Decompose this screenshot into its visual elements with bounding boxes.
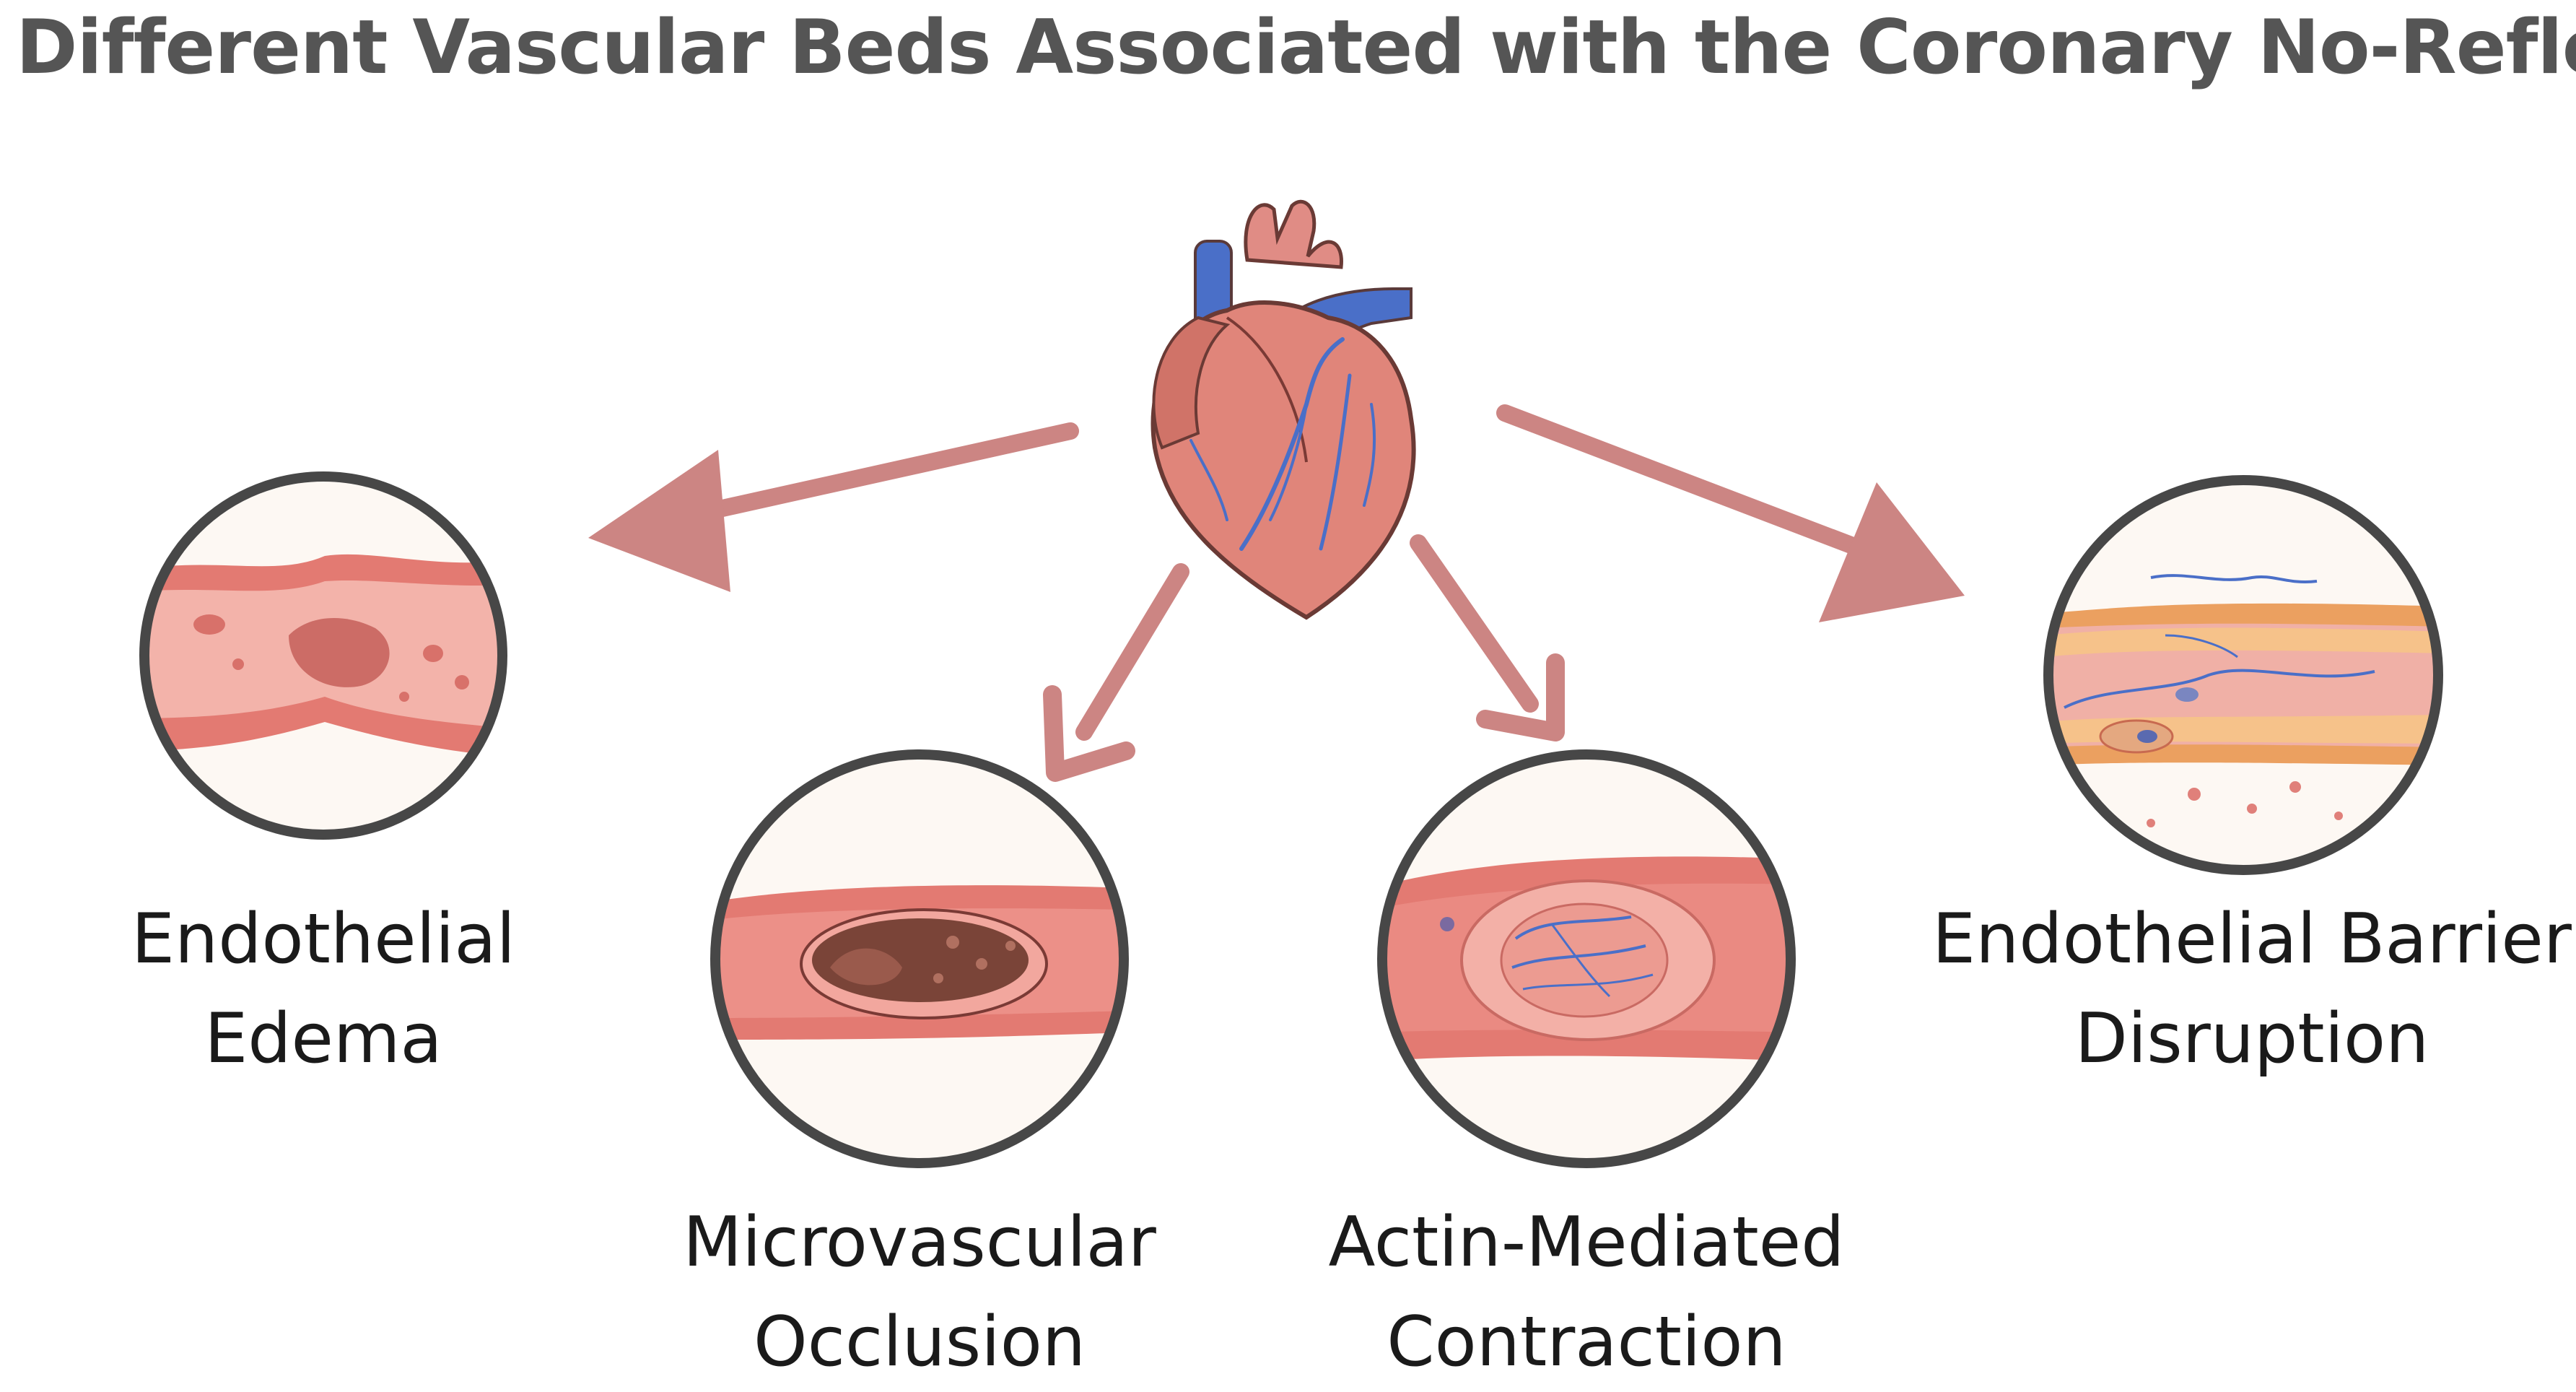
node-label-barrier-line2: Disruption (2074, 999, 2429, 1079)
arrow-to-barrier (1496, 404, 1965, 622)
heart-icon (1151, 199, 1416, 620)
contraction-vessel-icon (1377, 749, 1796, 1168)
barrier-vessel-icon (2043, 475, 2443, 875)
node-label-edema-line2: Edema (204, 999, 442, 1079)
edema-vessel-icon (139, 471, 507, 840)
node-label-occlusion-line2: Occlusion (753, 1302, 1086, 1382)
node-label-occlusion-line1: Microvascular (683, 1203, 1156, 1282)
node-label-occlusion: Microvascular Occlusion (683, 1193, 1156, 1392)
diagram-title: Different Vascular Beds Associated with … (16, 4, 2576, 91)
node-label-contraction: Actin-Mediated Contraction (1328, 1193, 1844, 1392)
node-label-edema: Endothelial Edema (131, 889, 515, 1089)
arrow-to-occlusion (1043, 563, 1189, 782)
arrow-to-edema (588, 422, 1079, 592)
node-label-edema-line1: Endothelial (131, 900, 515, 979)
node-label-barrier-line1: Endothelial Barrier (1932, 900, 2572, 979)
occlusion-vessel-icon (710, 749, 1129, 1168)
node-label-barrier: Endothelial Barrier Disruption (1932, 889, 2572, 1089)
arrow-to-contraction (1410, 534, 1565, 741)
node-label-contraction-line2: Contraction (1387, 1302, 1786, 1382)
node-label-contraction-line1: Actin-Mediated (1328, 1203, 1845, 1282)
